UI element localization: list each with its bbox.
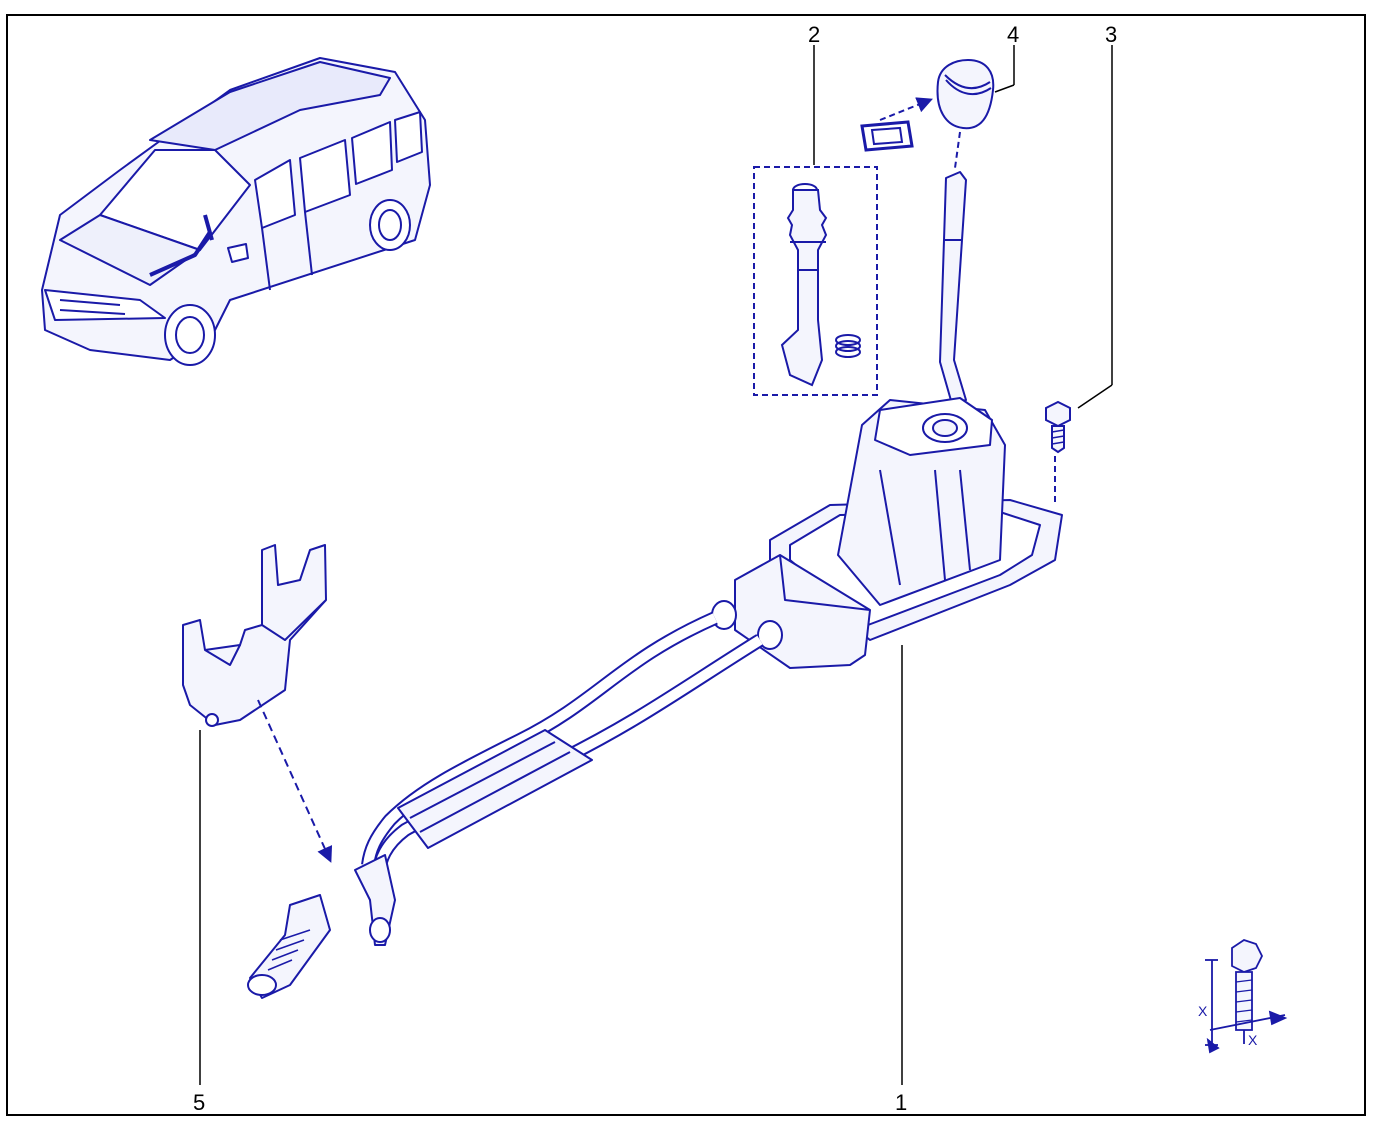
vehicle-illustration [41, 57, 431, 366]
callout-number: 2 [808, 22, 820, 47]
torque-dimension-label: X [1198, 1003, 1208, 1019]
part-2-guide-kit [753, 166, 878, 396]
callout-number: 1 [895, 1090, 907, 1115]
torque-dimension-label: X [1248, 1032, 1258, 1048]
part-4-shift-knob [860, 58, 995, 169]
callout-number: 4 [1007, 22, 1019, 47]
part-1-gearshift-assembly [247, 171, 1063, 999]
part-5-cable-bracket [182, 544, 333, 863]
callout-leaders [199, 45, 1113, 1085]
callout-number: 5 [193, 1090, 205, 1115]
torque-symbol [1205, 939, 1288, 1054]
callout-number: 3 [1105, 22, 1117, 47]
part-3-bolt [1045, 400, 1071, 505]
